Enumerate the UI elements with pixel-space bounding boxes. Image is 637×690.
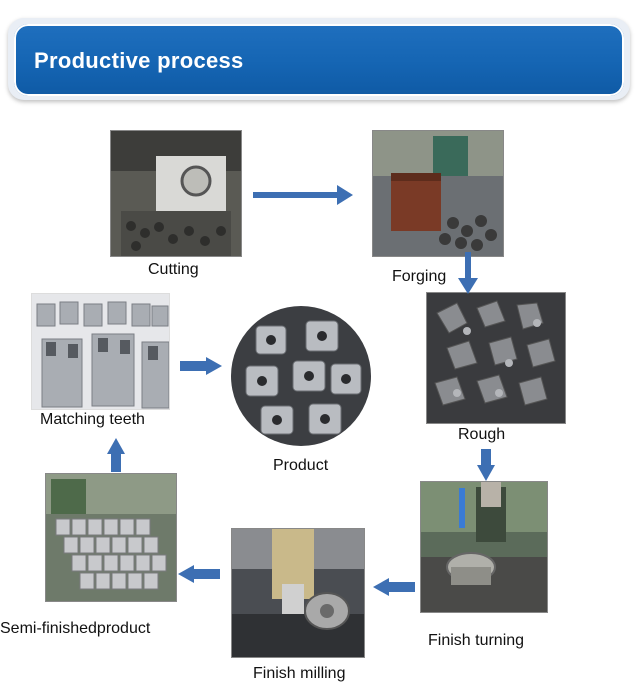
page-title: Productive process [34,48,244,73]
photo-finish-turning [420,481,548,613]
arrow-right-icon [180,357,222,375]
header-banner: Productive process [14,24,624,96]
photo-product [231,306,371,446]
label-finish-milling: Finish milling [253,665,346,682]
label-finish-turning: Finish turning [428,632,525,649]
label-semi-finished: Semi-finishedproduct [0,620,151,637]
label-cutting: Cutting [148,261,199,278]
photo-matching-teeth [31,293,170,410]
photo-cutting [110,130,242,257]
arrow-right-icon [253,185,353,205]
label-matching-teeth: Matching teeth [40,411,145,428]
photo-finish-milling [231,528,365,658]
label-rough: Rough [458,426,506,443]
photo-forging [372,130,504,257]
arrow-left-icon [178,565,220,583]
arrow-up-icon [107,438,125,472]
label-forging: Forging [392,268,447,285]
label-product: Product [273,457,329,474]
arrow-left-icon [373,578,415,596]
arrow-down-icon [458,252,478,294]
arrow-down-icon [477,449,495,481]
photo-rough [426,292,566,424]
photo-semi-finished [45,473,177,602]
